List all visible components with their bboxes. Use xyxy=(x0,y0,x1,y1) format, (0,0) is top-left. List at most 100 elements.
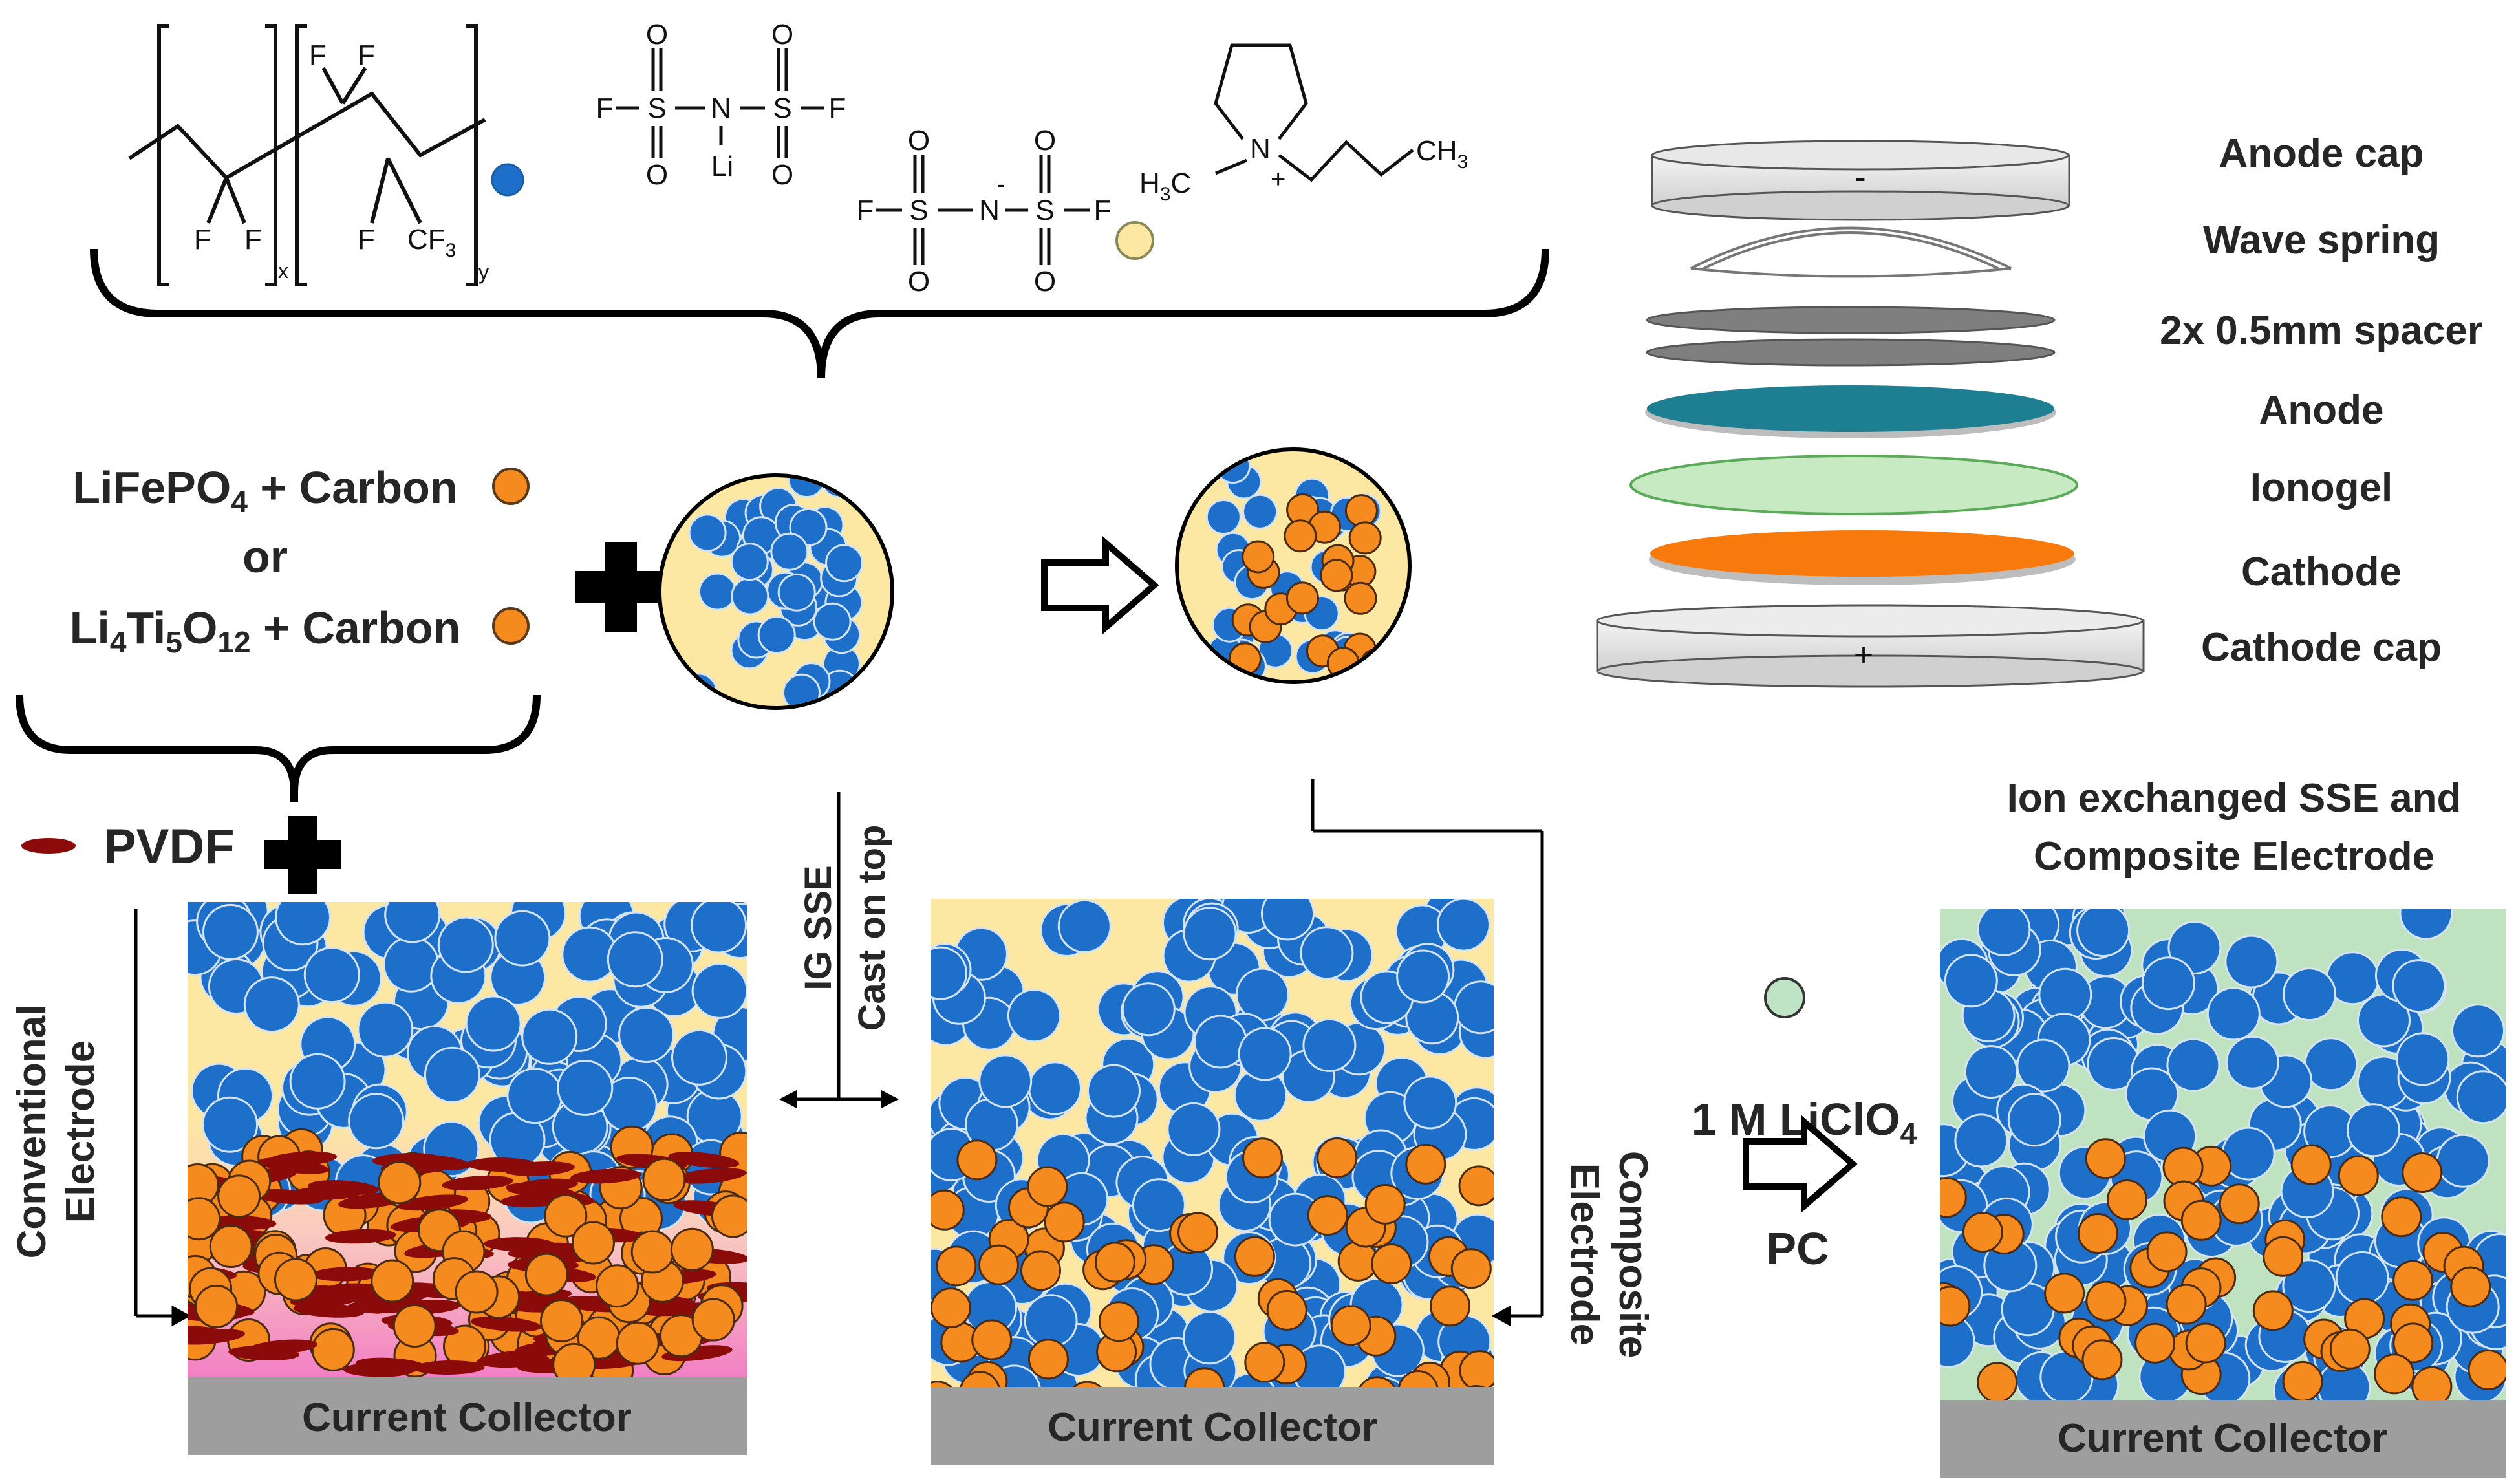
polymer-particle xyxy=(1007,989,1061,1043)
polymer-particle xyxy=(757,616,796,654)
active-particle xyxy=(1098,1301,1139,1342)
active-particle xyxy=(552,1342,596,1377)
active-particle xyxy=(2282,1360,2323,1400)
active-particle xyxy=(195,1284,239,1328)
arrow-head-left xyxy=(779,1090,797,1108)
oxygen-label: O xyxy=(1034,125,1056,156)
binder-particle xyxy=(311,1267,383,1282)
nitrogen-label: N xyxy=(1250,133,1271,165)
active-particle xyxy=(1027,1339,1069,1380)
polymer-particle xyxy=(688,513,727,552)
active-particle xyxy=(209,1225,253,1268)
current-collector-label: Current Collector xyxy=(2058,1416,2387,1461)
active-particle xyxy=(1359,648,1393,680)
polymer-particle xyxy=(557,1060,614,1116)
polymer-particle xyxy=(1183,907,1237,961)
cell-stack-labels: Anode cap Wave spring 2x 0.5mm spacer An… xyxy=(2160,131,2483,670)
polymer-particle xyxy=(2206,987,2261,1041)
cathode-cap: + xyxy=(1596,604,2145,688)
polymer-particle xyxy=(1057,899,1112,953)
or-label: or xyxy=(242,532,288,582)
composite-circle xyxy=(1175,447,1412,684)
positive-charge: + xyxy=(1271,165,1285,193)
oxygen-label: O xyxy=(646,159,668,191)
active-particle xyxy=(1371,1243,1412,1284)
binder-legend-icon xyxy=(21,838,76,854)
active-particle xyxy=(1430,1285,1471,1327)
active-particle xyxy=(670,1227,714,1271)
active-particle xyxy=(1285,581,1319,615)
active-particle xyxy=(371,1259,414,1303)
polymer-particle xyxy=(1261,899,1315,941)
polymer-particle xyxy=(1182,1311,1236,1365)
active-particle xyxy=(188,1197,221,1241)
fluorine-label: F xyxy=(244,224,262,255)
svg-text:Electrode: Electrode xyxy=(1562,1163,1607,1346)
fluorine-label: F xyxy=(358,224,375,255)
active-particle xyxy=(2468,1350,2506,1390)
polymer-particle xyxy=(1121,982,1176,1037)
active-particle xyxy=(2329,1328,2371,1370)
polymer-particle xyxy=(1205,499,1242,535)
pvdf-label: PVDF xyxy=(103,819,235,874)
wave-spring xyxy=(1690,226,2012,278)
conventional-arrow xyxy=(134,909,191,1327)
active-particle xyxy=(2338,1155,2379,1196)
active-particle xyxy=(1940,1285,1971,1327)
polymer-particle xyxy=(730,543,769,581)
fluorine-label: F xyxy=(358,39,375,71)
active-particle xyxy=(1320,559,1353,592)
polymer-particle xyxy=(1302,1018,1357,1072)
sulfur-label: S xyxy=(773,92,791,124)
salt-label: 1 M LiClO4 xyxy=(1692,1094,1917,1150)
polymer-particle xyxy=(2436,1134,2490,1188)
active-particle xyxy=(1234,1236,1275,1277)
methyl-label: CH3 xyxy=(1416,135,1468,173)
active-particle xyxy=(1450,1248,1492,1289)
active-particle xyxy=(2290,1144,2332,1185)
binder-particle xyxy=(188,1326,237,1342)
polymer-particle xyxy=(1396,949,1450,1004)
active-particle xyxy=(1317,1137,1358,1178)
conventional-electrode: Current Collector xyxy=(188,902,747,1455)
binder-particle xyxy=(442,1175,513,1191)
cathode-disc xyxy=(1650,530,2074,577)
polymer-particle xyxy=(2304,1037,2358,1091)
active-particle xyxy=(691,1298,735,1342)
active-particle xyxy=(596,1264,640,1308)
polymer-particle xyxy=(1194,1015,1247,1069)
active-particle xyxy=(2134,1322,2176,1364)
mixing-arrow xyxy=(1041,536,1159,634)
polymer-particle xyxy=(2283,967,2336,1022)
active-particle xyxy=(1266,1289,1307,1331)
active-particle xyxy=(572,1221,615,1265)
active-particle xyxy=(455,1270,499,1314)
active-particle xyxy=(2392,1260,2434,1301)
cathode-sign: + xyxy=(1854,636,1873,674)
polymer-particle xyxy=(813,602,852,641)
binder-particle xyxy=(292,1185,364,1200)
anode-disc xyxy=(1647,385,2054,432)
subscript-y: y xyxy=(478,261,489,284)
subscript-x: x xyxy=(278,259,288,283)
active-particle xyxy=(956,1139,998,1181)
active-particle xyxy=(2392,1322,2434,1364)
active-particle xyxy=(540,1299,583,1343)
active-particle xyxy=(1359,655,1392,680)
active-particle xyxy=(1177,1212,1218,1253)
polymer-particle xyxy=(2225,1035,2279,1090)
solvent-label: PC xyxy=(1766,1223,1829,1274)
ionogel-disc xyxy=(1629,455,2078,515)
lfp-label: LiFePO4 + Carbon xyxy=(72,462,457,519)
active-particle xyxy=(1307,1195,1348,1236)
svg-text:Conventional: Conventional xyxy=(10,1005,54,1259)
binder-particle xyxy=(470,1316,542,1332)
active-particle xyxy=(1348,521,1382,555)
polymer-particle xyxy=(243,976,300,1033)
active-particle xyxy=(2085,1138,2126,1179)
polymer-particle xyxy=(2399,909,2453,940)
active-particle xyxy=(1364,1183,1406,1225)
current-collector-label: Current Collector xyxy=(302,1395,632,1440)
polymer-particle xyxy=(607,931,663,988)
